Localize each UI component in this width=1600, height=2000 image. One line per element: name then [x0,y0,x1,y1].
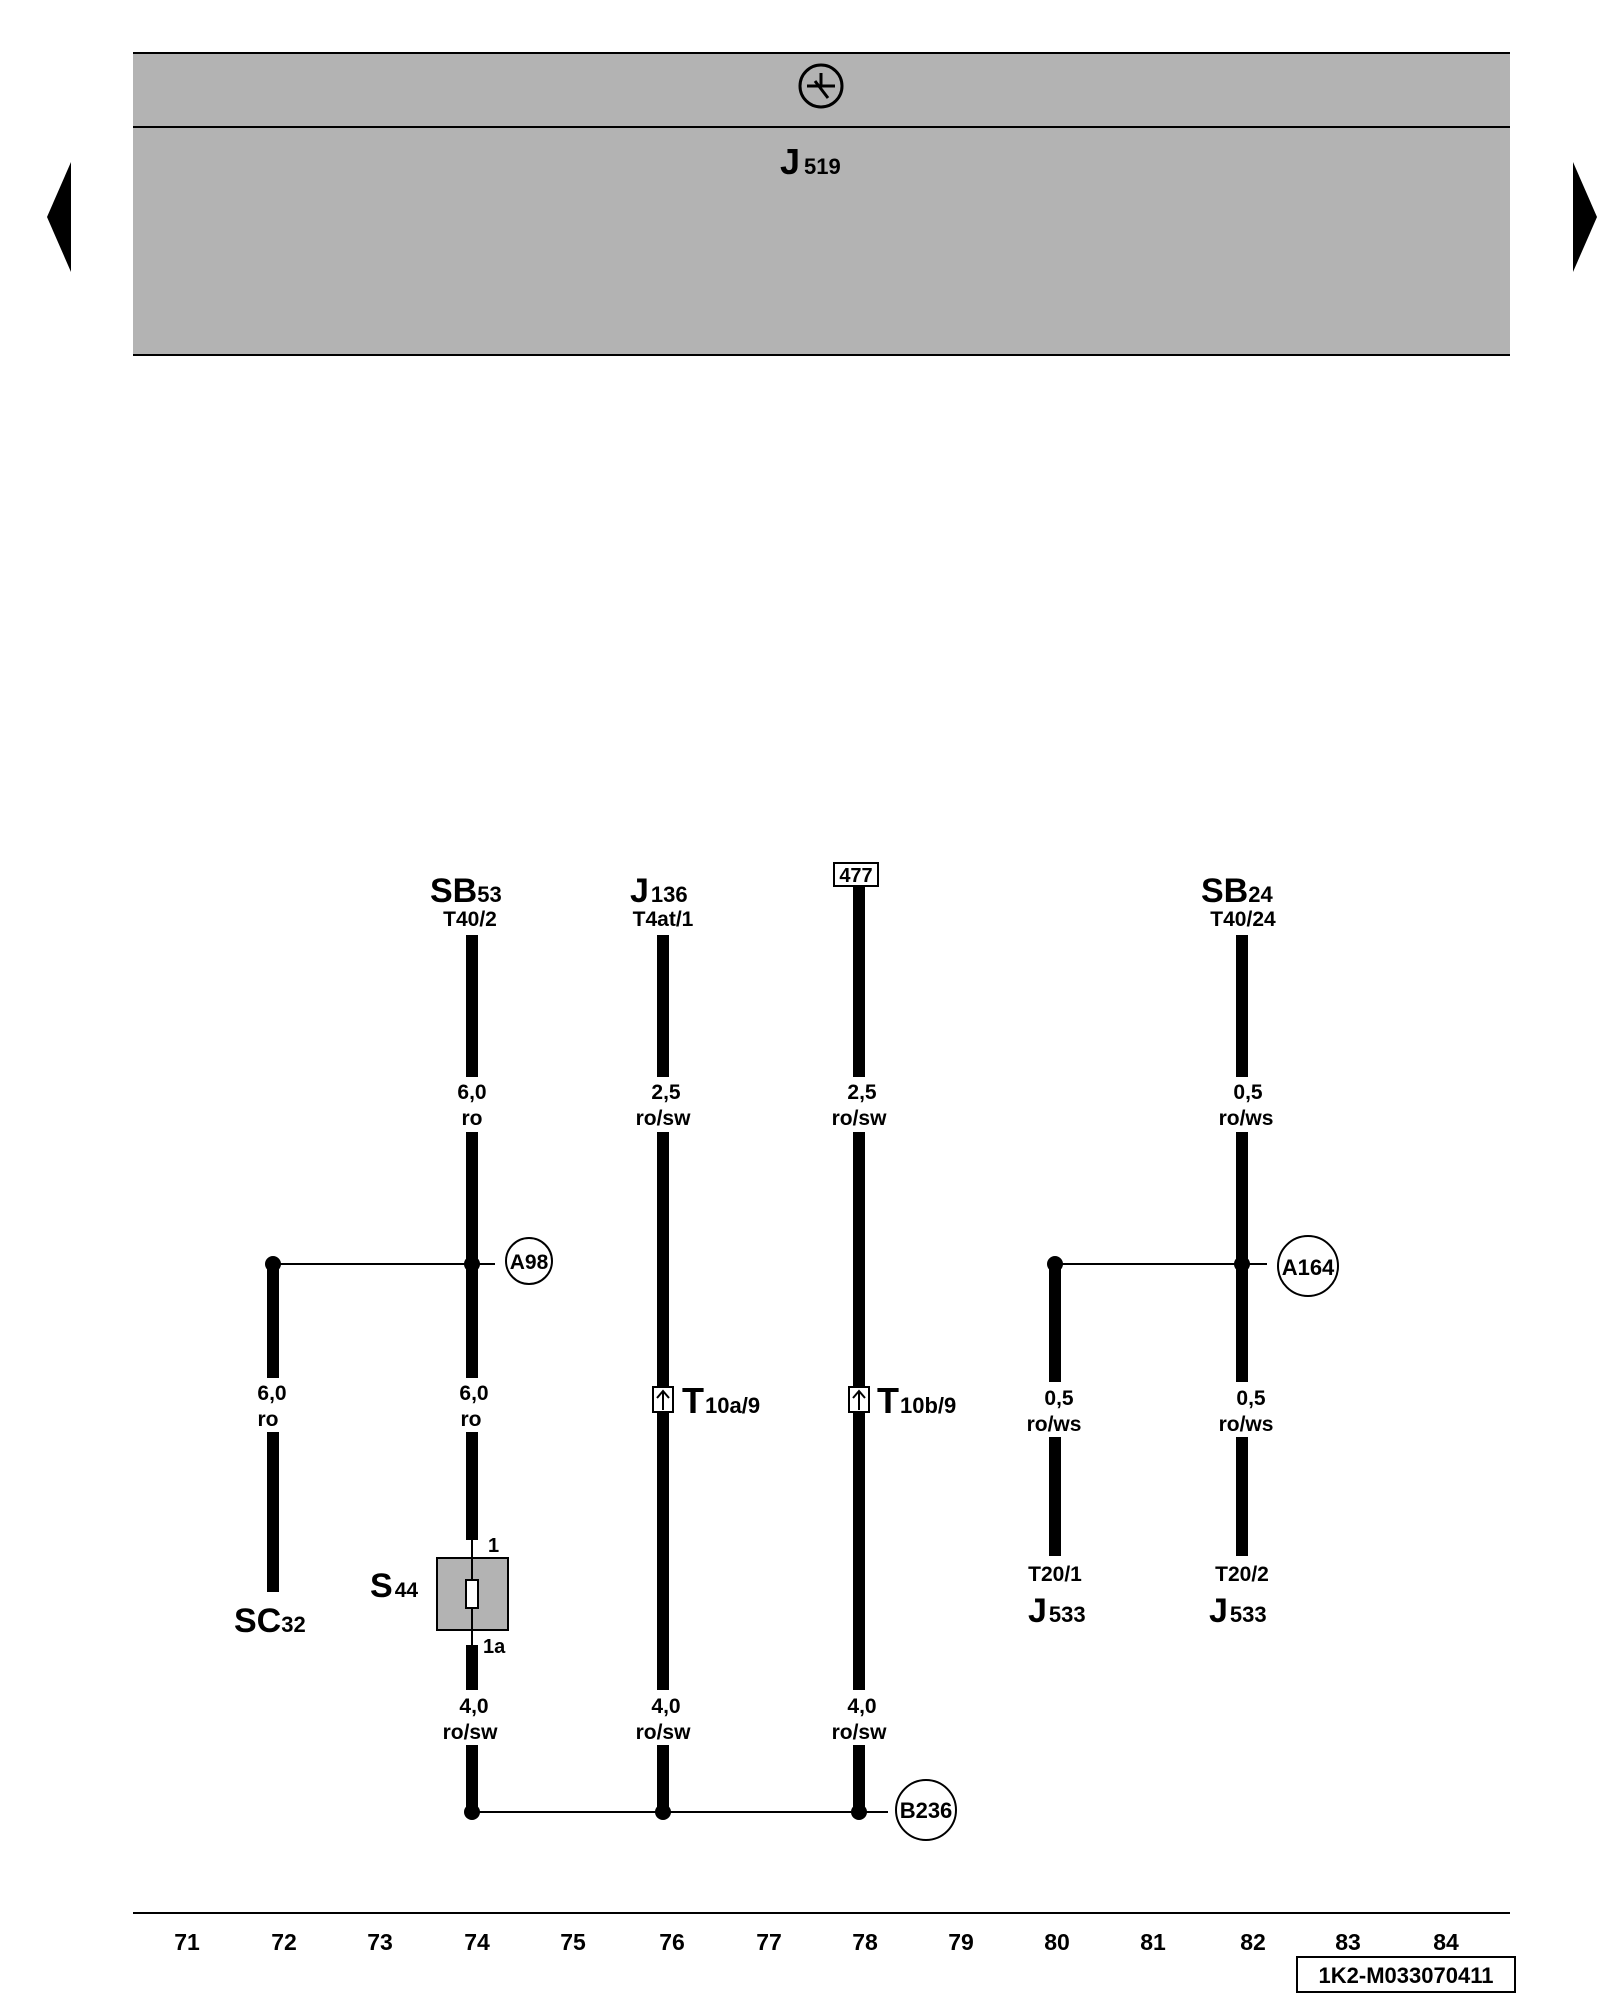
sb53-pin: T40/2 [443,908,497,931]
s44-label: S44 [370,1567,418,1605]
junction-dot [851,1804,867,1820]
junction-dot [464,1256,480,1272]
wire-w8-gauge: 0,5 [1236,1387,1266,1410]
wire-w1-color: ro [462,1107,483,1130]
wire-group [267,886,1248,1812]
sb24-pin: T40/24 [1210,908,1276,931]
j136-label: J136 [630,872,688,910]
grid-number: 79 [948,1929,974,1955]
sc32-label: SC32 [234,1602,306,1640]
box-477: 477 [833,862,879,887]
sb53-label: SB53 [430,872,502,910]
header-band [133,53,1510,355]
s44-pin-bottom: 1a [483,1636,506,1658]
grid-number: 77 [756,1929,782,1955]
wire-w4-color: ro/ws [1219,1107,1274,1130]
document-id-box: 1K2-M033070411 [1296,1956,1516,1993]
connector-t10a-icon [652,1386,674,1413]
connection-a98: A98 [505,1237,553,1285]
connection-b236: B236 [895,1779,957,1841]
junction-dot [1234,1256,1250,1272]
j136-pin: T4at/1 [633,908,694,931]
junction-dot [464,1804,480,1820]
wire-w6-color: ro [461,1408,482,1431]
junction-dot [655,1804,671,1820]
grid-number: 76 [659,1929,685,1955]
grid-number: 74 [464,1929,490,1955]
wire-w7-gauge: 0,5 [1044,1387,1074,1410]
fuse-s44 [436,1540,509,1645]
wire-w11-gauge: 4,0 [847,1695,876,1718]
sb24-label: SB24 [1201,872,1273,910]
wire-w10-color: ro/sw [636,1721,692,1744]
wire-w5-gauge: 6,0 [257,1382,286,1405]
grid-number: 73 [367,1929,393,1955]
wire-w2-color: ro/sw [636,1107,692,1130]
triangle-left-icon[interactable] [47,162,71,272]
grid-number: 78 [852,1929,878,1955]
grid-number: 71 [174,1929,200,1955]
svg-text:A98: A98 [510,1251,549,1274]
wire-w11-color: ro/sw [832,1721,888,1744]
grid-number: 82 [1240,1929,1266,1955]
wire-w6-gauge: 6,0 [459,1382,488,1405]
j533-2-label: J533 [1209,1592,1267,1630]
wire-w3-color: ro/sw [832,1107,888,1130]
wire-w3-gauge: 2,5 [847,1081,877,1104]
grid-number-row: 71 72 73 74 75 76 77 78 79 80 81 82 83 8… [174,1929,1459,1955]
svg-text:B236: B236 [900,1798,953,1823]
grid-number: 84 [1433,1929,1459,1955]
s44-pin-top: 1 [488,1535,499,1557]
wire-w1-gauge: 6,0 [457,1081,486,1104]
t10a-label: T10a/9 [682,1380,760,1421]
svg-text:A164: A164 [1282,1255,1335,1280]
connection-a164: A164 [1277,1235,1339,1297]
wire-w7-color: ro/ws [1027,1413,1082,1436]
wire-w9-color: ro/sw [443,1721,499,1744]
wire-w10-gauge: 4,0 [651,1695,680,1718]
grid-number: 83 [1335,1929,1361,1955]
wire-w9-gauge: 4,0 [459,1695,488,1718]
wire-w4-gauge: 0,5 [1233,1081,1263,1104]
grid-number: 80 [1044,1929,1070,1955]
j533-1-label: J533 [1028,1592,1086,1630]
document-id: 1K2-M033070411 [1319,1963,1494,1988]
svg-text:477: 477 [839,865,872,887]
connector-t10b-icon [848,1386,870,1413]
j533-2-pin: T20/2 [1215,1563,1269,1586]
grid-number: 81 [1140,1929,1166,1955]
grid-number: 75 [560,1929,586,1955]
junction-dot [265,1256,281,1272]
wire-w8-color: ro/ws [1219,1413,1274,1436]
j533-1-pin: T20/1 [1028,1563,1082,1586]
grid-number: 72 [271,1929,297,1955]
ground-symbol-icon [798,63,844,109]
wire-w2-gauge: 2,5 [651,1081,681,1104]
junction-dot [1047,1256,1063,1272]
triangle-right-icon[interactable] [1573,162,1597,272]
t10b-label: T10b/9 [877,1380,956,1421]
wire-w5-color: ro [258,1408,279,1431]
